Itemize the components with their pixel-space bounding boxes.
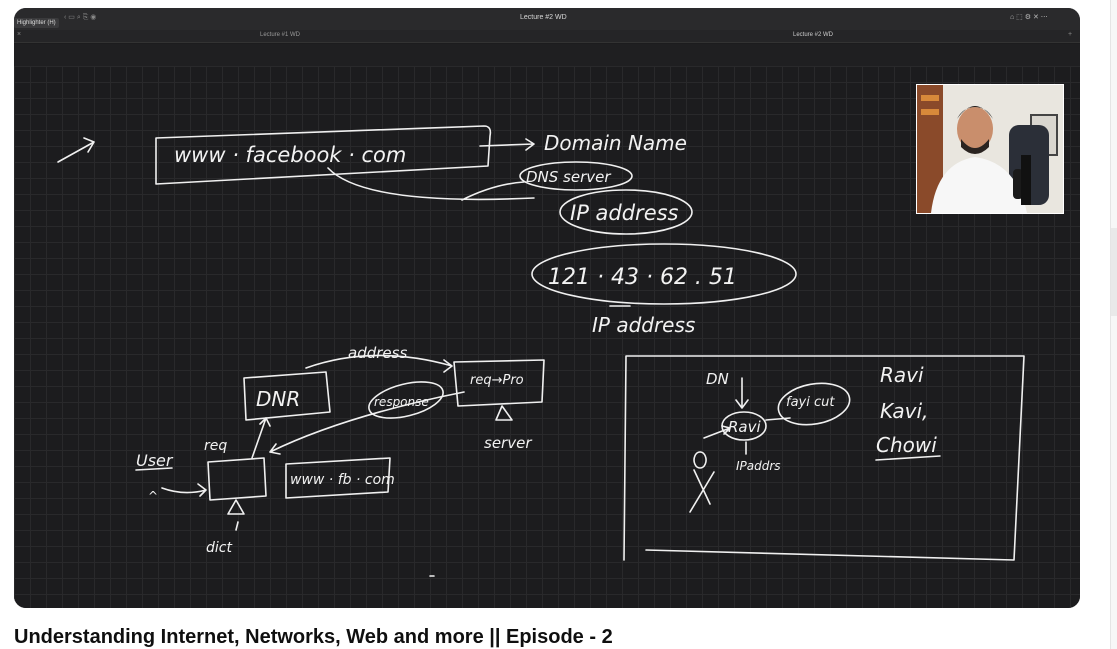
url-box (155, 125, 492, 185)
client-stand (227, 499, 245, 515)
window-title: Lecture #2 WD (520, 14, 567, 21)
req-text: req (204, 438, 227, 454)
client-box (207, 457, 267, 501)
domain-name-text: Domain Name (544, 131, 687, 155)
fayi-oval (777, 382, 851, 426)
url-text: www · facebook · com (174, 143, 406, 167)
req-pro-text: req→Pro (470, 373, 524, 388)
whiteboard-canvas: www · facebook · com Domain Name DNS ser… (14, 66, 1080, 608)
right-frame (623, 355, 1025, 561)
video-player[interactable]: Highlighter (H) ‹ ▭ ⌕ ⎘ ◉ Lecture #2 WD … (14, 8, 1080, 608)
response-text: response (374, 395, 429, 409)
window-controls: ⌂ ⬚ ⚙ ✕ ⋯ (1010, 14, 1048, 21)
dict-text: dict (206, 540, 232, 556)
pointer-arrow (57, 137, 95, 163)
server-box (453, 359, 545, 407)
ip-addr-small: IPaddrs (736, 459, 781, 473)
name-kavi: Kavi, (880, 399, 928, 423)
nav-icons: ‹ ▭ ⌕ ⎘ ◉ (64, 14, 97, 21)
address-arrow (305, 354, 453, 373)
tab-close-icon[interactable]: × (17, 31, 22, 38)
tab-add-icon[interactable]: + (1068, 31, 1073, 38)
webcam-overlay (916, 84, 1064, 214)
dn-arrow (735, 377, 749, 409)
arrow-to-domain (479, 138, 535, 151)
dnr-text: DNR (256, 387, 300, 411)
arrow-to-dns (461, 181, 525, 201)
ravi-to-fayi (765, 417, 791, 421)
ip-address-oval (559, 189, 693, 235)
dns-server-text: DNS server (526, 168, 611, 186)
presenter-image (917, 85, 1063, 213)
dnr-box (243, 371, 331, 421)
related-sidebar-edge (1110, 0, 1117, 649)
server-text: server (484, 434, 532, 452)
tab-lecture-1[interactable]: Lecture #1 WD (260, 32, 301, 38)
address-label: address (348, 344, 407, 362)
ip-number-text: 121 · 43 · 62 . 51 (548, 265, 737, 290)
response-arrow (269, 391, 465, 455)
curve-to-ip (327, 167, 535, 201)
fb-box (285, 457, 391, 499)
server-stand (495, 405, 513, 421)
highlighter-tooltip: Highlighter (H) (14, 18, 59, 28)
person-arrow (703, 425, 731, 439)
related-sidebar-chip[interactable] (1111, 228, 1117, 316)
video-title: Understanding Internet, Networks, Web an… (14, 626, 613, 648)
ip-address-label: IP address (592, 313, 695, 337)
person-head (693, 451, 707, 469)
dn-text: DN (706, 370, 729, 388)
caret-mark: ^ (148, 489, 158, 503)
fayi-text: fayi cut (786, 395, 835, 410)
name-chowi: Chowi (876, 433, 937, 457)
ip-address-oval-text: IP address (570, 201, 679, 225)
ravi-oval-text: Ravi (728, 418, 761, 436)
ip-number-oval (531, 243, 797, 305)
user-text: User (136, 451, 174, 470)
user-arrow (161, 483, 207, 497)
notes-app-titlebar: Highlighter (H) ‹ ▭ ⌕ ⎘ ◉ Lecture #2 WD … (14, 8, 1080, 30)
name-ravi: Ravi (880, 363, 924, 387)
user-underline (135, 467, 173, 471)
notes-tabbar: × Lecture #1 WD Lecture #2 WD + (14, 30, 1080, 43)
handwriting-layer: www · facebook · com Domain Name DNS ser… (57, 125, 1025, 577)
req-arrow (251, 417, 271, 459)
drawing-toolbar: ✎ ⌫ ✐ ◇ ◌ ◉ ▣ ▭ T ⚲ − (14, 44, 1080, 98)
tab-lecture-2[interactable]: Lecture #2 WD (793, 32, 834, 38)
dict-pointer (235, 521, 239, 531)
chowi-underline (875, 455, 941, 461)
fb-text: www · fb · com (290, 472, 395, 488)
dns-server-oval (519, 161, 633, 191)
response-oval (368, 381, 444, 419)
person-body (689, 469, 715, 513)
